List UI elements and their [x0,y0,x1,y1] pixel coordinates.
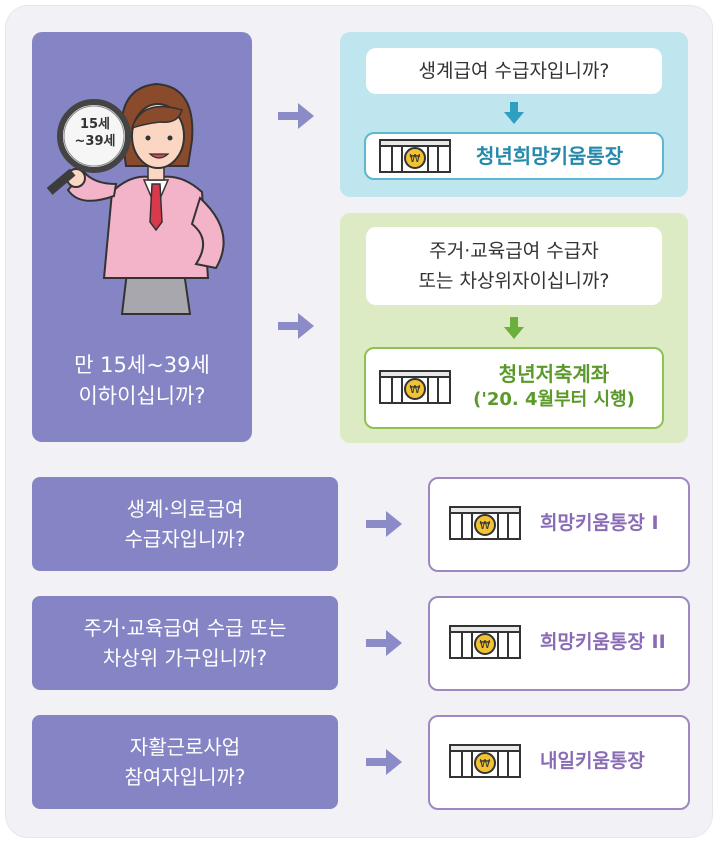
bankbook-icon: ₩ [449,625,521,659]
arrow-right-icon [366,630,402,656]
arrow-down-icon [504,102,524,124]
arrow-down-icon [504,317,524,339]
row-question-line2: 차상위 가구입니까? [102,646,268,670]
youth-savings-account-line1: 청년저축계좌 [498,362,610,386]
arrow-right-icon [278,313,314,339]
row-question-line1: 자활근로사업 [129,735,241,759]
svg-text:₩: ₩ [480,519,491,532]
person-with-magnifier-illustration [46,82,225,315]
arrow-right-icon [366,749,402,775]
svg-text:₩: ₩ [410,152,421,165]
magnifier-label: 15세 ~39세 [65,116,125,150]
youth-hope-account-name: 청년희망키움통장 [476,144,624,168]
svg-text:₩: ₩ [480,757,491,770]
magnifier-label-line1: 15세 [79,117,111,132]
age-question: 만 15세~39세 이하이십니까? [32,350,252,412]
arrow-right-icon [366,511,402,537]
account-name: 희망키움통장 II [540,631,666,653]
account-box: ₩ 희망키움통장 II [428,596,690,691]
bankbook-icon: ₩ [379,370,451,404]
bankbook-icon: ₩ [449,744,521,778]
age-question-panel: 15세 ~39세 만 15세~39세 이하이십니까? [32,32,252,442]
branch-housing-panel: 주거·교육급여 수급자 또는 차상위자이십니까? ₩ 청년저축계좌 ('20. … [340,213,688,443]
account-name: 내일키움통장 [540,750,645,772]
account-box: ₩ 내일키움통장 [428,715,690,810]
youth-savings-account-name: 청년저축계좌 ('20. 4월부터 시행) [466,361,642,413]
row-question-line2: 수급자입니까? [124,527,246,551]
housing-question-line1: 주거·교육급여 수급자 [429,240,599,262]
youth-hope-account-box: ₩ 청년희망키움통장 [364,132,664,180]
age-question-line2: 이하이십니까? [78,384,206,408]
livelihood-question-text: 생계급여 수급자입니까? [418,60,610,82]
arrow-right-icon [278,103,314,129]
row-question-line1: 주거·교육급여 수급 또는 [83,616,287,640]
age-question-line1: 만 15세~39세 [74,353,210,377]
row-question-box: 생계·의료급여 수급자입니까? [32,477,338,571]
housing-question: 주거·교육급여 수급자 또는 차상위자이십니까? [366,227,662,305]
row-question-box: 주거·교육급여 수급 또는 차상위 가구입니까? [32,596,338,690]
account-box: ₩ 희망키움통장 I [428,477,690,572]
bankbook-icon: ₩ [379,139,451,173]
row-question-box: 자활근로사업 참여자입니까? [32,715,338,809]
row-question-line1: 생계·의료급여 [126,497,244,521]
branch-livelihood-panel: 생계급여 수급자입니까? ₩ 청년희망키움통장 [340,32,688,197]
bankbook-icon: ₩ [449,506,521,540]
svg-text:₩: ₩ [410,383,421,396]
housing-question-line2: 또는 차상위자이십니까? [418,270,610,292]
magnifier-label-line2: ~39세 [74,134,116,149]
livelihood-question: 생계급여 수급자입니까? [366,48,662,94]
youth-savings-account-line2: ('20. 4월부터 시행) [473,389,635,410]
youth-savings-account-box: ₩ 청년저축계좌 ('20. 4월부터 시행) [364,347,664,429]
row-question-line2: 참여자입니까? [124,765,246,789]
account-name: 희망키움통장 I [540,512,659,534]
svg-text:₩: ₩ [480,638,491,651]
